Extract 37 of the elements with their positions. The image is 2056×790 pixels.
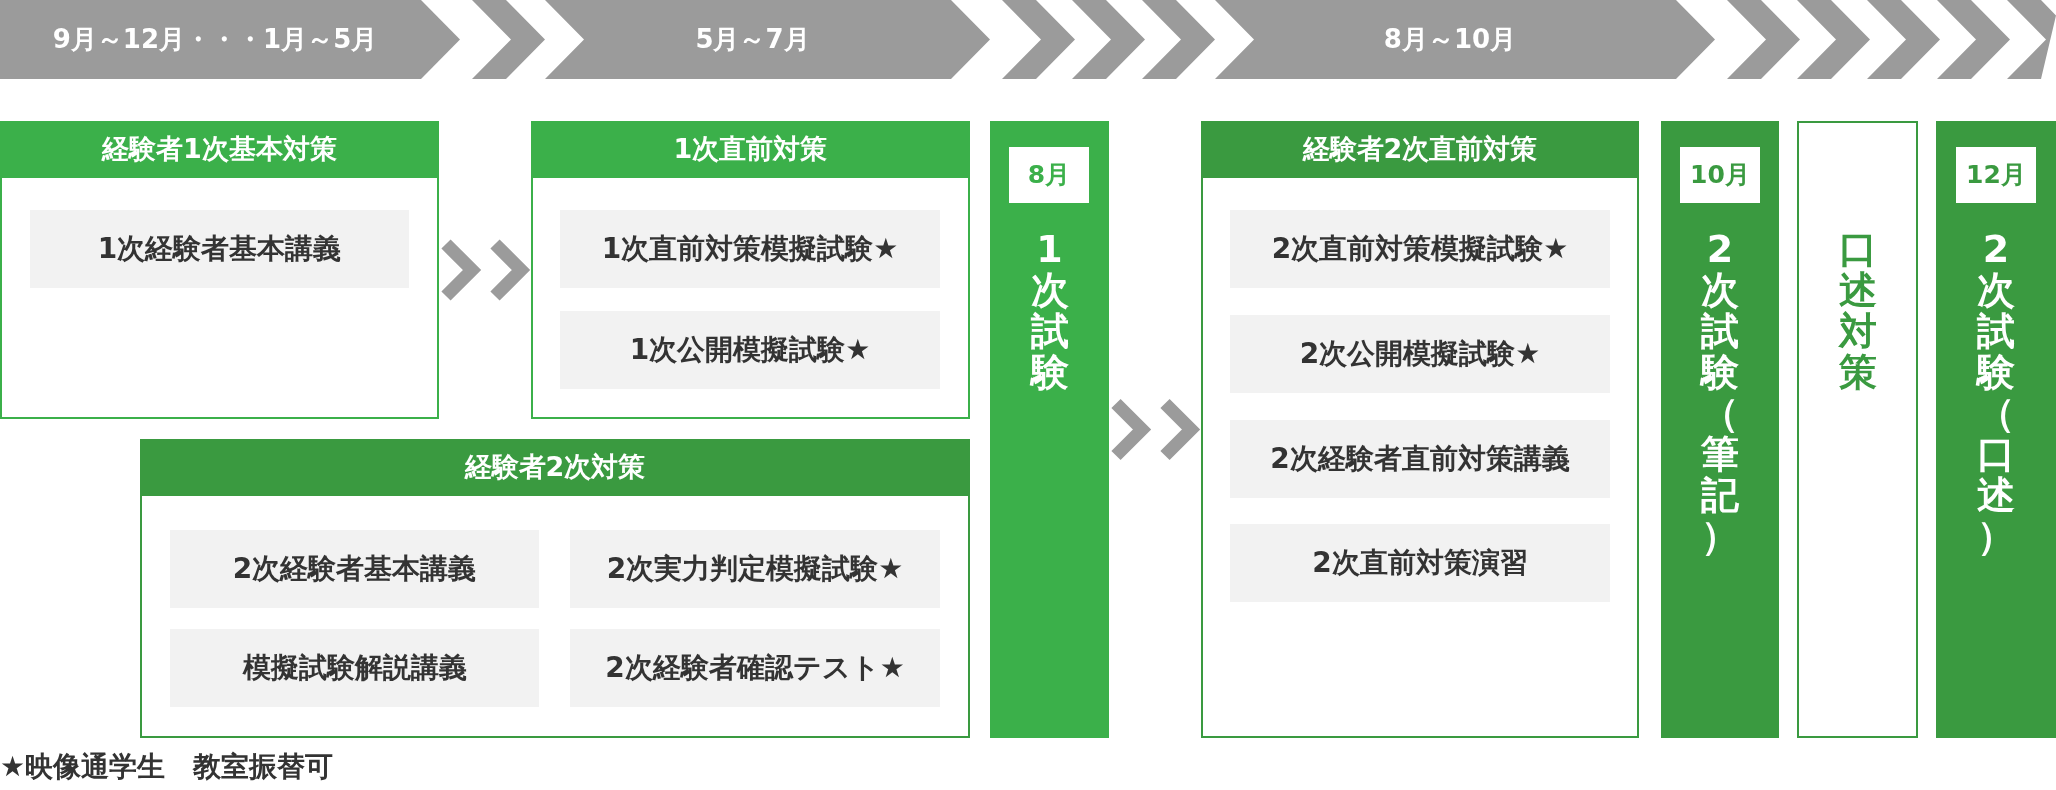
month-badge: 12月	[1956, 147, 2036, 203]
course-card: 2次公開模擬試験★	[1230, 315, 1610, 393]
exam-bar	[1936, 121, 2056, 738]
course-card: 1次経験者基本講義	[30, 210, 409, 288]
course-card: 模擬試験解説講義	[170, 629, 539, 707]
course-card: 1次公開模擬試験★	[560, 311, 940, 389]
period-label: 8月～10月	[1383, 23, 1517, 56]
course-card: 2次直前対策演習	[1230, 524, 1610, 602]
vertical-label: 2次試験（筆記）	[1701, 229, 1739, 558]
exam-bar	[990, 121, 1109, 738]
vertical-label: 2次試験（口述）	[1977, 229, 2015, 558]
panel-header: 1次直前対策	[531, 121, 970, 178]
phase-panel	[140, 439, 970, 738]
exam-bar	[1661, 121, 1779, 738]
chevron-arrow	[439, 237, 531, 303]
period-label: 5月～7月	[695, 23, 810, 56]
course-card: 2次経験者確認テスト★	[570, 629, 940, 707]
course-card: 2次実力判定模擬試験★	[570, 530, 940, 608]
chevron-arrow	[1109, 397, 1201, 462]
month-badge: 10月	[1680, 147, 1760, 203]
prep-bar	[1797, 121, 1918, 738]
course-card: 2次経験者直前対策講義	[1230, 420, 1610, 498]
panel-header: 経験者2次直前対策	[1201, 121, 1639, 178]
vertical-label: 口述対策	[1838, 229, 1877, 394]
month-badge: 8月	[1009, 147, 1089, 203]
panel-header: 経験者1次基本対策	[0, 121, 439, 178]
period-label: 9月～12月・・・1月～5月	[52, 23, 378, 56]
vertical-label: 1次試験	[1030, 229, 1069, 394]
footnote: ★映像通学生 教室振替可	[0, 749, 334, 785]
course-card: 2次直前対策模擬試験★	[1230, 210, 1610, 288]
course-card: 1次直前対策模擬試験★	[560, 210, 940, 288]
phase-panel	[1201, 121, 1639, 738]
course-card: 2次経験者基本講義	[170, 530, 539, 608]
phase-panel	[531, 121, 970, 419]
timeline-arrow	[0, 0, 460, 79]
phase-panel	[0, 121, 439, 419]
panel-header: 経験者2次対策	[140, 439, 970, 496]
